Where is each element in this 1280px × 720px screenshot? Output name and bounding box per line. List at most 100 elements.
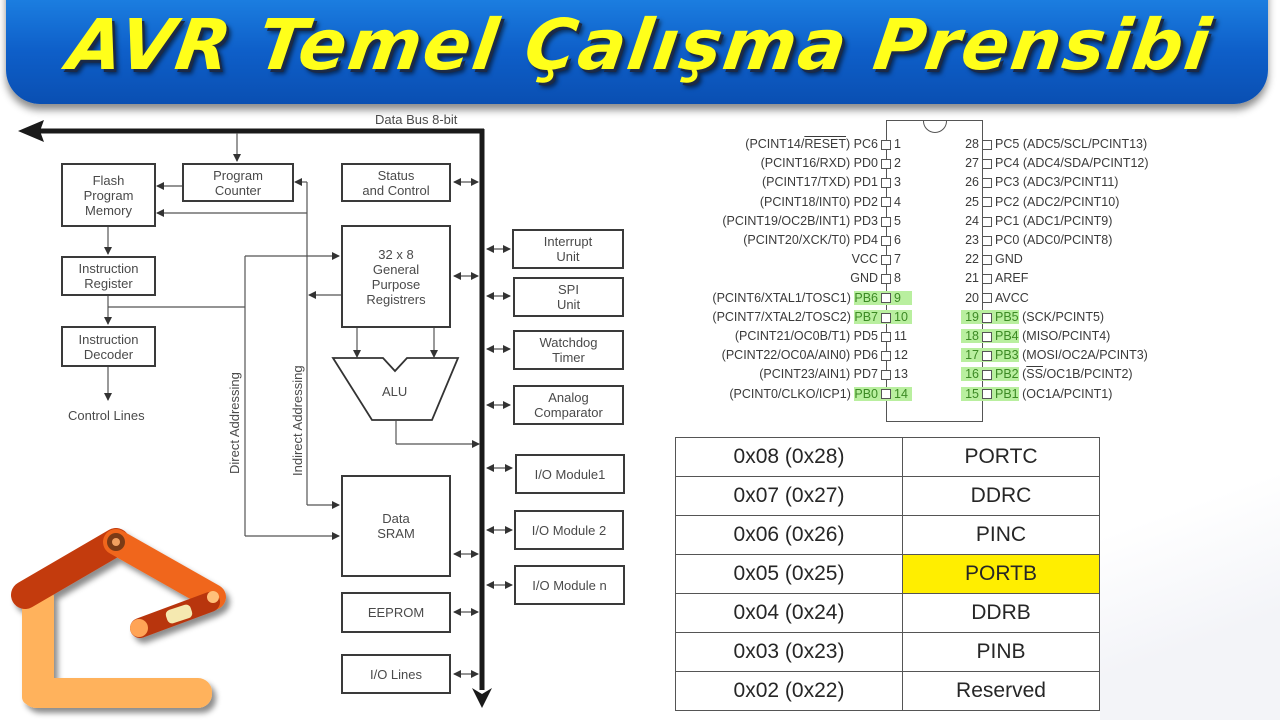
pin-pad	[881, 370, 891, 381]
pin-alt-function: (ADC2/PCINT10)	[1022, 194, 1120, 209]
pin-name: PC1	[995, 213, 1020, 228]
title-banner	[6, 0, 1268, 104]
pin-name: PB7	[854, 309, 878, 324]
flash-program-memory-block: Flash Program Memory	[61, 163, 156, 227]
register-name: PORTC	[902, 437, 1100, 477]
pin-name: PD4	[853, 233, 878, 247]
pin-10: (PCINT7/XTAL2/TOSC2) PB7 10	[712, 309, 912, 325]
pin-number: 17	[965, 348, 979, 363]
pin-pad	[982, 235, 992, 246]
pin-name: PC4	[995, 156, 1020, 171]
register-address: 0x05 (0x25)	[675, 554, 903, 594]
pin-number: 12	[894, 348, 908, 363]
pin-pad	[982, 274, 992, 285]
pin-name: GND	[995, 252, 1023, 267]
pin-pad	[982, 331, 992, 342]
pin-pad	[982, 312, 992, 323]
pin-alt-function: (PCINT20/XCK/T0)	[743, 233, 851, 247]
alu-shape	[331, 357, 460, 421]
eeprom-block: EEPROM	[341, 592, 451, 633]
pin-pad	[982, 139, 992, 150]
pin-number: 28	[965, 137, 979, 151]
pin-24: 24 PC1 (ADC1/PCINT9)	[961, 213, 1112, 229]
pin-number: 1	[894, 137, 901, 151]
pin-pad	[881, 274, 891, 285]
pin-pad	[881, 312, 891, 323]
pin-name: PC2	[995, 194, 1020, 209]
pin-pad	[881, 293, 891, 304]
register-name: DDRC	[902, 476, 1100, 516]
pin-number: 13	[894, 367, 908, 382]
data-bus-label: Data Bus 8-bit	[375, 112, 458, 127]
pin-name: PB6	[854, 290, 878, 305]
pin-pad	[881, 216, 891, 227]
register-name: DDRB	[902, 593, 1100, 633]
pin-number: 2	[894, 156, 901, 171]
pin-name: PD5	[853, 329, 878, 343]
io-module-1-block: I/O Module1	[515, 454, 625, 494]
pin-number: 24	[965, 213, 979, 228]
pin-name: VCC	[851, 252, 878, 267]
pin-number: 10	[894, 309, 908, 324]
pin-alt-function: (ADC4/SDA/PCINT12)	[1022, 156, 1149, 171]
pin-name: GND	[850, 271, 878, 286]
pin-number: 11	[894, 329, 907, 343]
pin-pad	[982, 216, 992, 227]
spi-unit-block: SPI Unit	[513, 277, 624, 317]
io-module-2-block: I/O Module 2	[514, 510, 624, 550]
pin-alt-function: (ADC3/PCINT11)	[1022, 175, 1119, 190]
pin-name: PC0	[995, 233, 1020, 247]
pin-name: PC5	[995, 137, 1020, 151]
pin-name: PB5	[995, 309, 1019, 324]
pin-alt-function: (PCINT6/XTAL1/TOSC1)	[712, 290, 851, 305]
pin-12: (PCINT22/OC0A/AIN0) PD6 12	[722, 347, 912, 363]
pin-alt-function: (PCINT0/CLKO/ICP1)	[729, 386, 851, 401]
pin-alt-function: (PCINT14/RESET)	[745, 137, 851, 151]
pin-name: PB3	[995, 348, 1019, 363]
pin-name: PD6	[853, 348, 878, 363]
pin-pad	[881, 178, 891, 189]
pin-name: PD3	[853, 213, 878, 228]
pin-alt-function: (PCINT18/INT0)	[759, 194, 851, 209]
pin-number: 5	[894, 213, 901, 228]
register-name-highlighted: PORTB	[902, 554, 1100, 594]
pin-name: PB1	[995, 386, 1019, 401]
pin-number: 7	[894, 252, 901, 267]
register-address: 0x03 (0x23)	[675, 632, 903, 672]
pin-alt-function: (ADC5/SCL/PCINT13)	[1022, 137, 1148, 151]
pin-pad	[881, 197, 891, 208]
pin-alt-function: (PCINT22/OC0A/AIN0)	[721, 348, 851, 363]
register-address: 0x08 (0x28)	[675, 437, 903, 477]
pin-pad	[982, 389, 992, 400]
pin-name: PB2	[995, 367, 1019, 382]
pin-alt-function: (OC1A/PCINT1)	[1022, 386, 1113, 401]
background-shade	[1100, 430, 1280, 720]
pin-alt-function: (SS/OC1B/PCINT2)	[1022, 367, 1133, 382]
io-lines-block: I/O Lines	[341, 654, 451, 694]
pin-28: 28 PC5 (ADC5/SCL/PCINT13)	[961, 136, 1147, 152]
pin-number: 20	[965, 290, 979, 305]
pin-pad	[881, 389, 891, 400]
pin-alt-function: (PCINT21/OC0B/T1)	[734, 329, 851, 343]
register-row: 0x08 (0x28)PORTC	[675, 437, 1100, 477]
pin-alt-function: (ADC1/PCINT9)	[1022, 213, 1113, 228]
register-name: PINB	[902, 632, 1100, 672]
pin-pad	[881, 331, 891, 342]
pin-7: VCC 7	[852, 251, 912, 267]
pin-name: PC6	[853, 137, 878, 151]
interrupt-unit-block: Interrupt Unit	[512, 229, 624, 269]
instruction-decoder-block: Instruction Decoder	[61, 326, 156, 367]
pin-name: PD7	[853, 367, 878, 382]
pin-alt-function: (PCINT7/XTAL2/TOSC2)	[712, 309, 851, 324]
